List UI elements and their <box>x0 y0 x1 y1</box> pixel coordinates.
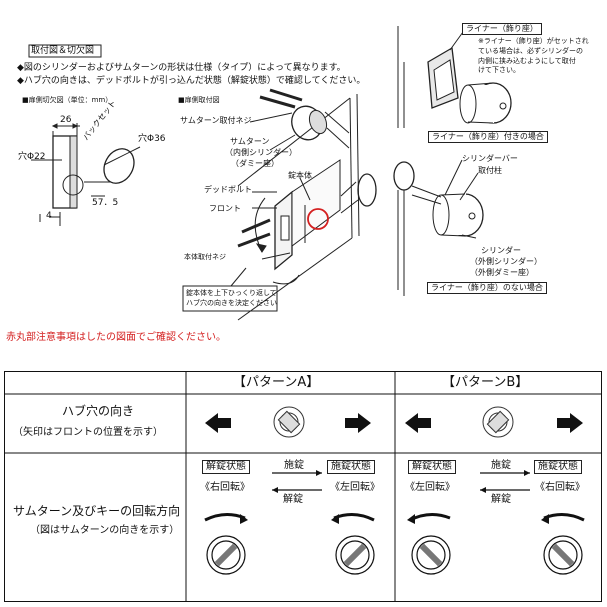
label-dummy: （ダミー座） <box>231 159 279 168</box>
attention-circle <box>307 208 329 230</box>
label-cylinder-bar: シリンダーバー <box>462 154 518 163</box>
arrow-right-icon <box>345 413 371 433</box>
hub-hole-row <box>205 406 583 438</box>
cylinder-drawing <box>393 26 512 296</box>
label-liner-without: ライナー（飾り座）のない場合 <box>427 282 547 294</box>
label-front: フロント <box>209 204 241 213</box>
label-outer-cylinder: （外側シリンダー） <box>470 257 542 266</box>
b-right-rotation: 《右回転》 <box>535 482 585 493</box>
door-cutout-drawing <box>31 123 141 226</box>
label-thumbturn-screw: サムターン取付ネジ <box>180 116 252 125</box>
title-frame <box>28 44 102 58</box>
dim-4: 4 <box>46 211 52 221</box>
dim-26: 26 <box>60 115 72 125</box>
flip-note: 錠本体を上下ひっくり返して ハブ穴の向きを決定ください <box>186 289 277 307</box>
cutout-heading: ■扉側切欠図（単位：mm） <box>22 96 113 104</box>
dim-phi36: 穴Φ36 <box>138 134 166 144</box>
a-left-state: 解錠状態 <box>202 460 250 474</box>
row2-title: サムターン及びキーの回転方向 <box>13 504 181 518</box>
b-left-state: 解錠状態 <box>408 460 456 474</box>
pattern-b-header: 【パターンB】 <box>442 375 529 390</box>
label-lock-body: 錠本体 <box>288 171 312 180</box>
note-shape: ◆図のシリンダーおよびサムターンの形状は仕様（タイプ）によって異なります。 <box>17 63 346 73</box>
arrow-right-icon <box>557 413 583 433</box>
notice-text: 赤丸部注意事項はしたの図面でご確認ください。 <box>6 332 226 343</box>
dim-phi22: 穴Φ22 <box>18 152 46 162</box>
label-outer-dummy: （外側ダミー座） <box>470 268 534 277</box>
label-body-screw: 本体取付ネジ <box>184 253 226 261</box>
b-left-rotation: 《左回転》 <box>405 482 455 493</box>
figure-title: 取付図＆切欠図 <box>31 46 95 56</box>
pattern-table-grid <box>4 371 602 602</box>
b-bottom-action: 解錠 <box>491 494 511 505</box>
install-heading: ■扉側取付図 <box>178 96 220 104</box>
label-cylinder: シリンダー <box>481 246 521 255</box>
label-liner-with: ライナー（飾り座）付きの場合 <box>428 131 548 143</box>
arrow-left-icon <box>205 413 231 433</box>
pattern-table <box>4 371 602 602</box>
row2-subtitle: （図はサムターンの向きを示す） <box>30 525 180 536</box>
label-inner-cylinder: （内側シリンダー） <box>225 148 297 157</box>
pattern-a-header: 【パターンA】 <box>233 375 320 390</box>
label-deadbolt: デッドボルト <box>204 185 252 194</box>
liner-note: ※ライナー（飾り座）がセットされ ている場合は、必ずシリンダーの 内側に挟み込む… <box>478 37 589 75</box>
arrow-left-icon <box>405 413 431 433</box>
b-right-state: 施錠状態 <box>534 460 582 474</box>
a-bottom-action: 解錠 <box>283 494 303 505</box>
label-liner: ライナー（飾り座） <box>462 23 542 35</box>
a-left-rotation: 《右回転》 <box>200 482 250 493</box>
dim-575: 57．5 <box>92 198 119 208</box>
a-right-state: 施錠状態 <box>327 460 375 474</box>
note-hub-direction: ◆ハブ穴の向きは、デッドボルトが引っ込んだ状態（解錠状態）で確認してください。 <box>17 76 366 86</box>
row1-title: ハブ穴の向き <box>62 404 135 418</box>
b-top-action: 施錠 <box>491 460 511 471</box>
a-top-action: 施錠 <box>284 460 304 471</box>
door-install-drawing <box>182 88 377 321</box>
label-thumbturn: サムターン <box>230 137 270 146</box>
row1-subtitle: （矢印はフロントの位置を示す） <box>13 427 163 438</box>
a-right-rotation: 《左回転》 <box>330 482 380 493</box>
label-mount-post: 取付柱 <box>478 166 502 175</box>
